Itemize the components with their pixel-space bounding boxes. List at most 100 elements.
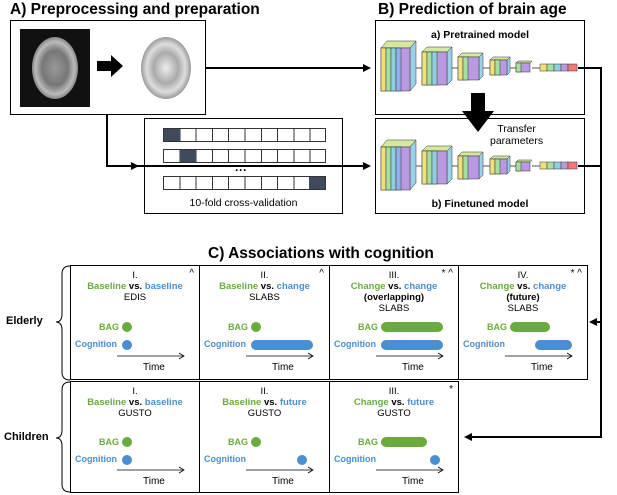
bag-marker [251,322,261,332]
left-term: Baseline [219,281,259,292]
time-axis [117,352,185,360]
cognition-label: Cognition [204,339,246,349]
cognition-label: Cognition [75,454,117,464]
fold-row-1 [163,128,326,142]
panel-comparison: Baseline vs. future [200,397,329,408]
skull-stripped-mri-image [131,29,201,107]
time-label: Time [272,476,294,487]
left-term: Change [479,281,515,292]
right-term: future [279,397,307,408]
transfer-label: Transfer parameters [490,123,543,147]
cognition-marker [430,455,440,465]
bag-label: BAG [228,437,248,447]
panel-marks: ^ [319,268,324,279]
cognition-marker [297,455,307,465]
time-label: Time [402,476,424,487]
cognition-label: Cognition [334,339,376,349]
cognition-bar [381,340,443,350]
vs-label: vs. [388,281,402,292]
elderly-panel-3: * ^ III. Change vs. change (overlapping)… [329,265,459,380]
fold-row-2 [163,149,326,163]
panel-marks: * ^ [570,268,582,279]
bag-bar [381,322,443,332]
raw-mri-image [20,29,90,107]
panel-number: II. [260,270,269,281]
panel-number: IV. [517,270,529,281]
panel-marks: ^ [189,268,194,279]
row-label-children: Children [4,431,49,443]
bag-bar [510,322,550,332]
panel-comparison: Change vs. change [330,281,458,292]
right-term: baseline [144,397,183,408]
vs-label: vs. [128,281,143,292]
bag-label: BAG [228,322,248,332]
cognition-marker [122,455,132,465]
left-term: Change [350,281,386,292]
bag-marker [251,437,261,447]
panel-qualifier: (future) [506,292,540,303]
cognition-marker [122,340,132,350]
bag-marker [122,322,132,332]
preprocessing-box [10,20,206,115]
vs-label: vs. [517,281,531,292]
section-b-title: B) Prediction of brain age [378,1,567,18]
elderly-panel-4: * ^ IV. Change vs. change (future) SLABS… [458,265,588,380]
transfer-line-2: parameters [490,135,544,147]
time-axis [376,352,444,360]
time-label: Time [531,362,553,373]
time-axis [246,466,314,474]
cognition-bar [251,340,313,350]
left-term: Baseline [222,397,262,408]
study-name: EDIS [123,292,147,303]
right-term: change [533,281,567,292]
vs-label: vs. [263,397,278,408]
children-bracket [55,381,71,493]
study-name: SLABS [249,292,280,303]
cognition-label: Cognition [75,339,117,349]
right-term: baseline [144,281,183,292]
panel-number: III. [388,270,400,281]
cognition-label: Cognition [334,454,376,464]
panel-comparison: Change vs. change [459,281,587,292]
panel-comparison: Baseline vs. baseline [71,281,199,292]
right-term: future [407,397,435,408]
cnn-pretrained-icon [380,40,578,92]
study-name: GUSTO [118,408,152,419]
bag-label: BAG [487,322,507,332]
bag-label: BAG [99,437,119,447]
bag-label: BAG [99,322,119,332]
crossval-label: 10-fold cross-validation [189,197,298,209]
time-axis [246,352,314,360]
row-label-elderly: Elderly [6,315,43,327]
cognition-bar [535,340,572,350]
section-a-title: A) Preprocessing and preparation [10,1,260,18]
children-panel-1: I. Baseline vs. baseline GUSTO BAG Cogni… [70,381,200,493]
cnn-finetuned-icon [380,139,578,191]
panel-number: III. [388,386,400,397]
elderly-panel-1: ^ I. Baseline vs. baseline EDIS BAG Cogn… [70,265,200,380]
bag-label: BAG [358,437,378,447]
children-panel-3: * III. Change vs. future GUSTO BAG Cogni… [329,381,459,493]
time-label: Time [402,362,424,373]
time-label: Time [272,362,294,373]
transfer-arrow-icon [462,93,494,132]
bag-label: BAG [358,322,378,332]
left-term: Change [353,397,389,408]
time-label: Time [143,476,165,487]
panel-number: II. [260,386,269,397]
finetuned-model-label: b) Finetuned model [431,198,529,210]
cognition-label: Cognition [463,339,505,349]
study-name: SLABS [378,303,410,314]
panel-comparison: Change vs. future [330,397,458,408]
right-term: change [404,281,438,292]
elderly-bracket [55,265,71,381]
panel-number: I. [132,386,138,397]
time-axis [505,352,573,360]
elderly-panel-2: ^ II. Baseline vs. change SLABS BAG Cogn… [199,265,330,380]
left-term: Baseline [87,397,127,408]
study-name: GUSTO [247,408,282,419]
left-term: Baseline [87,281,127,292]
right-term: change [276,281,310,292]
pretrained-model-label: a) Pretrained model [430,29,530,41]
